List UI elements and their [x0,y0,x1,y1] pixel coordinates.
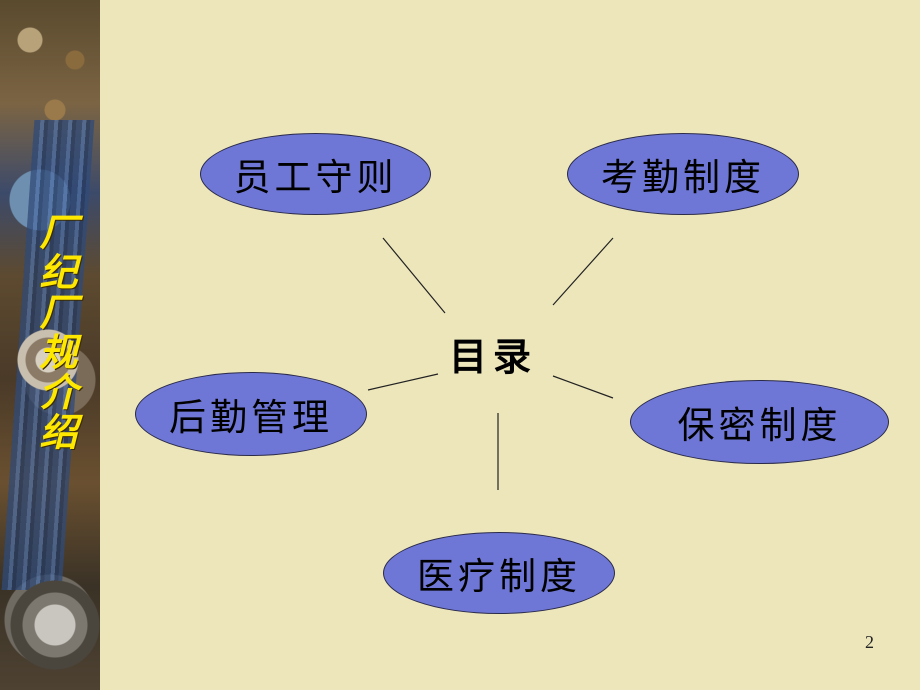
node-logistics-management[interactable]: 后勤管理 [135,372,367,456]
center-label: 目录 [448,334,537,379]
node-medical-policy[interactable]: 医疗制度 [383,532,615,614]
connector-top-right [552,237,614,306]
node-attendance-policy[interactable]: 考勤制度 [567,133,799,215]
sidebar-title: 厂纪厂规介绍 [33,212,78,452]
decorative-sidebar: 厂纪厂规介绍 [0,0,100,690]
connector-mid-right [552,375,614,399]
node-employee-rules[interactable]: 员工守则 [200,133,431,215]
connector-mid-left [367,373,439,391]
connector-top-left [382,237,446,314]
medal-image [8,320,88,400]
page-number: 2 [865,632,874,652]
compass-image [10,570,100,680]
node-confidentiality-policy[interactable]: 保密制度 [630,380,889,464]
